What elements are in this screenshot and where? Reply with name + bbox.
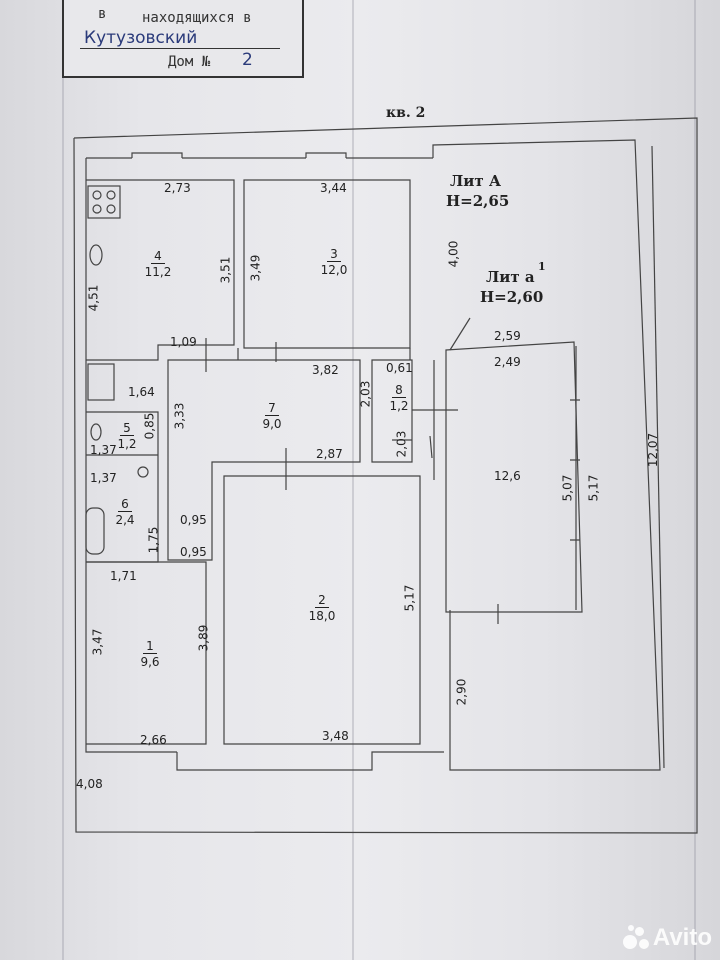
dim-3-89: 3,89 (196, 624, 211, 652)
header-line1: находящихся в (142, 10, 252, 26)
dim-1-64: 1,64 (128, 385, 155, 399)
dim-3-82: 3,82 (312, 363, 339, 377)
lit-a-boundary (432, 139, 661, 771)
balcony-walls (445, 341, 583, 613)
room-7-area: 9,0 (262, 417, 282, 432)
room-3-label: 3 12,0 (314, 246, 354, 278)
dim-1-09: 1,09 (170, 335, 197, 349)
lit-a1-height: H=2,60 (480, 288, 544, 306)
header-house-label: Дом № (168, 54, 211, 70)
room-1-label: 1 9,6 (132, 638, 168, 670)
room-7-number: 7 (265, 401, 279, 416)
header-prefix: в (98, 6, 107, 22)
dim-4-08: 4,08 (76, 777, 103, 791)
room-4-area: 11,2 (144, 265, 172, 280)
dim-2-03-a: 2,03 (358, 380, 373, 408)
fold-line-right (694, 0, 696, 960)
dim-2-03-b: 2,03 (394, 430, 409, 458)
room-3-number: 3 (327, 247, 341, 262)
lit-a-height: H=2,65 (446, 192, 510, 210)
dim-5-07: 5,07 (560, 474, 575, 502)
room-6-number: 6 (118, 497, 132, 512)
dim-12-07: 12,07 (646, 432, 661, 468)
dim-3-44: 3,44 (320, 181, 347, 195)
dim-2-59: 2,59 (494, 329, 521, 343)
dim-1-37-a: 1,37 (90, 443, 117, 457)
dim-2-73: 2,73 (164, 181, 191, 195)
fold-line-left (62, 0, 64, 960)
room-7-label: 7 9,0 (254, 400, 290, 432)
room-5-number: 5 (120, 421, 134, 436)
dim-5-17-a: 5,17 (586, 474, 601, 502)
dim-3-51: 3,51 (218, 256, 233, 284)
room-2-area: 18,0 (308, 609, 336, 624)
room-4-number: 4 (151, 249, 165, 264)
header-house-number: 2 (242, 50, 253, 70)
dim-3-47: 3,47 (90, 628, 105, 656)
balcony-area: 12,6 (494, 469, 521, 483)
room-6-area: 2,4 (115, 513, 135, 528)
dim-1-71: 1,71 (110, 569, 137, 583)
avito-watermark: Avito (622, 924, 712, 952)
dim-5-17-b: 5,17 (402, 584, 417, 612)
room-4-label: 4 11,2 (140, 248, 176, 280)
dim-1-75: 1,75 (146, 526, 161, 554)
avito-wordmark: Avito (652, 924, 712, 951)
avito-logo-icon (622, 925, 649, 951)
dim-2-90: 2,90 (454, 678, 469, 706)
outer-frame (73, 117, 698, 834)
room-4-walls (86, 179, 235, 361)
room-7-walls (167, 359, 361, 561)
room-5-area: 1,2 (117, 437, 137, 452)
dim-0-95-b: 0,95 (180, 545, 207, 559)
lit-a1-superscript: 1 (538, 260, 546, 273)
dim-0-95-a: 0,95 (180, 513, 207, 527)
dim-2-49: 2,49 (494, 355, 521, 369)
dim-0-61: 0,61 (386, 361, 413, 375)
dim-4-51: 4,51 (86, 284, 101, 312)
room-1-walls (86, 561, 207, 745)
room-2-label: 2 18,0 (302, 592, 342, 624)
dim-3-33: 3,33 (172, 402, 187, 430)
room-6-label: 6 2,4 (110, 496, 140, 528)
room-2-walls (223, 475, 421, 745)
dim-0-85: 0,85 (142, 412, 157, 440)
room-3-area: 12,0 (320, 263, 348, 278)
dim-3-49: 3,49 (248, 254, 263, 282)
lit-a-name: Лит А (450, 172, 502, 190)
room-2-number: 2 (315, 593, 329, 608)
dim-4-00: 4,00 (446, 240, 461, 268)
room-5-label: 5 1,2 (112, 420, 142, 452)
dim-2-87: 2,87 (316, 447, 343, 461)
windows-top (131, 152, 347, 158)
bottom-wall (85, 158, 444, 771)
header-street: Кутузовский (84, 28, 198, 48)
room-1-area: 9,6 (140, 655, 160, 670)
dim-2-66: 2,66 (140, 733, 167, 747)
header-box: в находящихся в Кутузовский Дом № 2 (62, 0, 304, 78)
room-1-number: 1 (143, 639, 157, 654)
fold-line-center (352, 0, 354, 960)
dim-3-48: 3,48 (322, 729, 349, 743)
room-8-number: 8 (392, 383, 406, 398)
dim-1-37-b: 1,37 (90, 471, 117, 485)
header-underline (80, 48, 280, 49)
room-8-area: 1,2 (389, 399, 409, 414)
room-8-label: 8 1,2 (384, 382, 414, 414)
apartment-label: кв. 2 (386, 105, 426, 121)
lit-a1-name: Лит а (486, 268, 535, 286)
room-8-walls (371, 359, 413, 463)
